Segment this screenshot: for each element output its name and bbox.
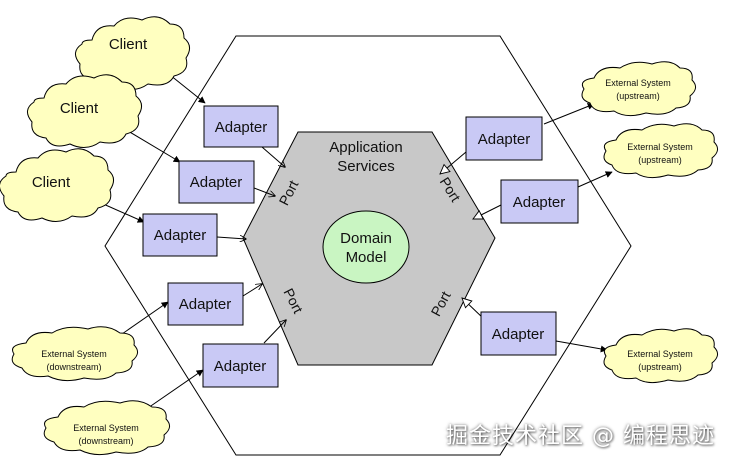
adapter-box: Adapter (202, 343, 279, 388)
adapter-to-port-arrow (462, 298, 485, 320)
svg-text:Adapter: Adapter (492, 326, 545, 343)
svg-text:External System: External System (605, 78, 671, 88)
external-system-upstream-cloud: External System (upstream) (603, 123, 718, 179)
adapter-to-port-arrow (216, 237, 246, 239)
svg-text:Adapter: Adapter (179, 296, 232, 313)
svg-text:External System: External System (627, 349, 693, 359)
client-cloud: Client (0, 148, 114, 222)
domain-model-label: Domain (340, 230, 392, 247)
svg-text:Adapter: Adapter (513, 194, 566, 211)
adapter-box: Adapter (142, 213, 218, 257)
adapter-to-port-arrow (440, 151, 467, 174)
adapter-to-port-arrow (261, 146, 285, 167)
adapter-to-external-arrow (144, 369, 204, 411)
adapter-to-port-arrow (473, 204, 502, 219)
adapter-box: Adapter (203, 105, 279, 148)
svg-text:Adapter: Adapter (154, 227, 207, 244)
application-services-label: Services (337, 158, 395, 175)
adapter-to-port-arrow (242, 284, 262, 297)
external-system-upstream-cloud: External System (upstream) (581, 61, 696, 117)
svg-text:Client: Client (32, 174, 71, 191)
domain-model-circle (322, 210, 410, 284)
adapter-to-external-arrow (543, 103, 595, 125)
external-system-downstream-cloud: External System (downstream) (43, 400, 170, 456)
adapter-box: Adapter (178, 160, 255, 204)
svg-text:(upstream): (upstream) (638, 362, 682, 372)
svg-text:External System: External System (41, 349, 107, 359)
svg-text:(upstream): (upstream) (616, 91, 660, 101)
external-system-upstream-cloud: External System (upstream) (603, 328, 718, 384)
svg-text:(downstream): (downstream) (78, 436, 133, 446)
adapter-to-external-arrow (577, 171, 613, 188)
svg-text:(downstream): (downstream) (46, 362, 101, 372)
svg-text:Adapter: Adapter (190, 174, 243, 191)
adapter-box: Adapter (465, 116, 543, 161)
external-system-downstream-cloud: External System (downstream) (11, 326, 138, 382)
adapter-to-port-arrow (263, 320, 286, 344)
adapter-box: Adapter (480, 311, 557, 356)
svg-text:(upstream): (upstream) (638, 155, 682, 165)
svg-text:Client: Client (109, 36, 148, 53)
adapter-to-port-arrow (253, 187, 275, 196)
svg-text:Adapter: Adapter (478, 131, 531, 148)
adapter-box: Adapter (500, 179, 579, 224)
svg-text:External System: External System (627, 142, 693, 152)
adapter-to-external-arrow (121, 301, 169, 335)
client-cloud: Client (27, 74, 142, 148)
svg-text:Client: Client (60, 100, 99, 117)
svg-text:External System: External System (73, 423, 139, 433)
client-cloud: Client (75, 16, 190, 90)
application-services-label: Application (329, 139, 402, 156)
domain-model-label: Model (346, 249, 387, 266)
svg-text:Adapter: Adapter (215, 119, 268, 136)
svg-text:Adapter: Adapter (214, 358, 267, 375)
adapter-to-external-arrow (555, 340, 608, 353)
adapter-box: Adapter (167, 282, 244, 326)
watermark: 掘金技术社区 @ 编程思迹 (446, 424, 715, 449)
